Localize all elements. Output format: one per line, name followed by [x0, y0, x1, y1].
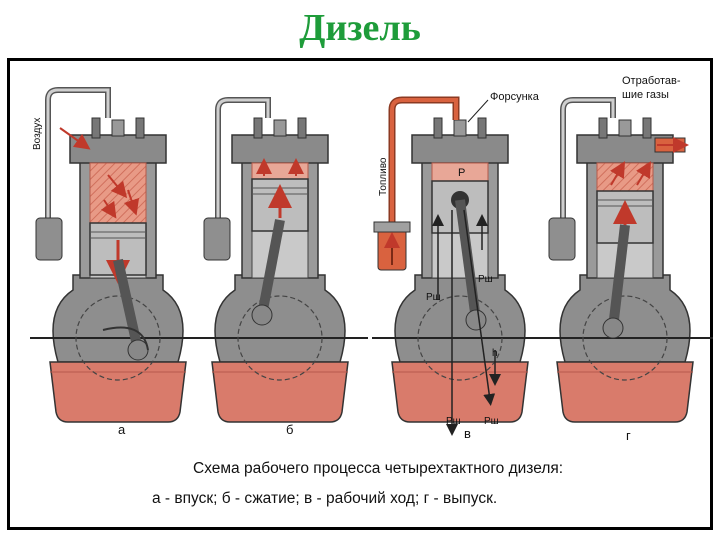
- psh-label-bottom-right: Pш: [484, 416, 499, 427]
- panel-label-g: г: [626, 428, 631, 443]
- engine-power: [372, 100, 548, 430]
- psh-label-bottom-left: Pш: [446, 416, 461, 427]
- psh-label-left: Pш: [426, 292, 441, 303]
- exhaust-label-line1: Отработав-: [622, 75, 681, 87]
- panel-label-a: а: [118, 422, 126, 437]
- fuel-label: Топливо: [378, 157, 389, 196]
- panel-label-v: в: [464, 426, 471, 441]
- exhaust-label-line2: шие газы: [622, 89, 669, 101]
- engine-exhaust: [537, 100, 713, 422]
- h-label: h: [492, 348, 498, 359]
- panel-label-b: б: [286, 422, 293, 437]
- psh-label-right: Pш: [478, 274, 493, 285]
- air-label: Воздух: [32, 118, 43, 150]
- engine-intake: [30, 90, 206, 422]
- caption-line-1: Схема рабочего процесса четырехтактного …: [193, 460, 720, 478]
- caption-line-2: а - впуск; б - сжатие; в - рабочий ход; …: [152, 490, 720, 508]
- injector-label: Форсунка: [490, 91, 540, 103]
- pressure-label: P: [458, 167, 465, 179]
- engine-compression: [192, 100, 368, 422]
